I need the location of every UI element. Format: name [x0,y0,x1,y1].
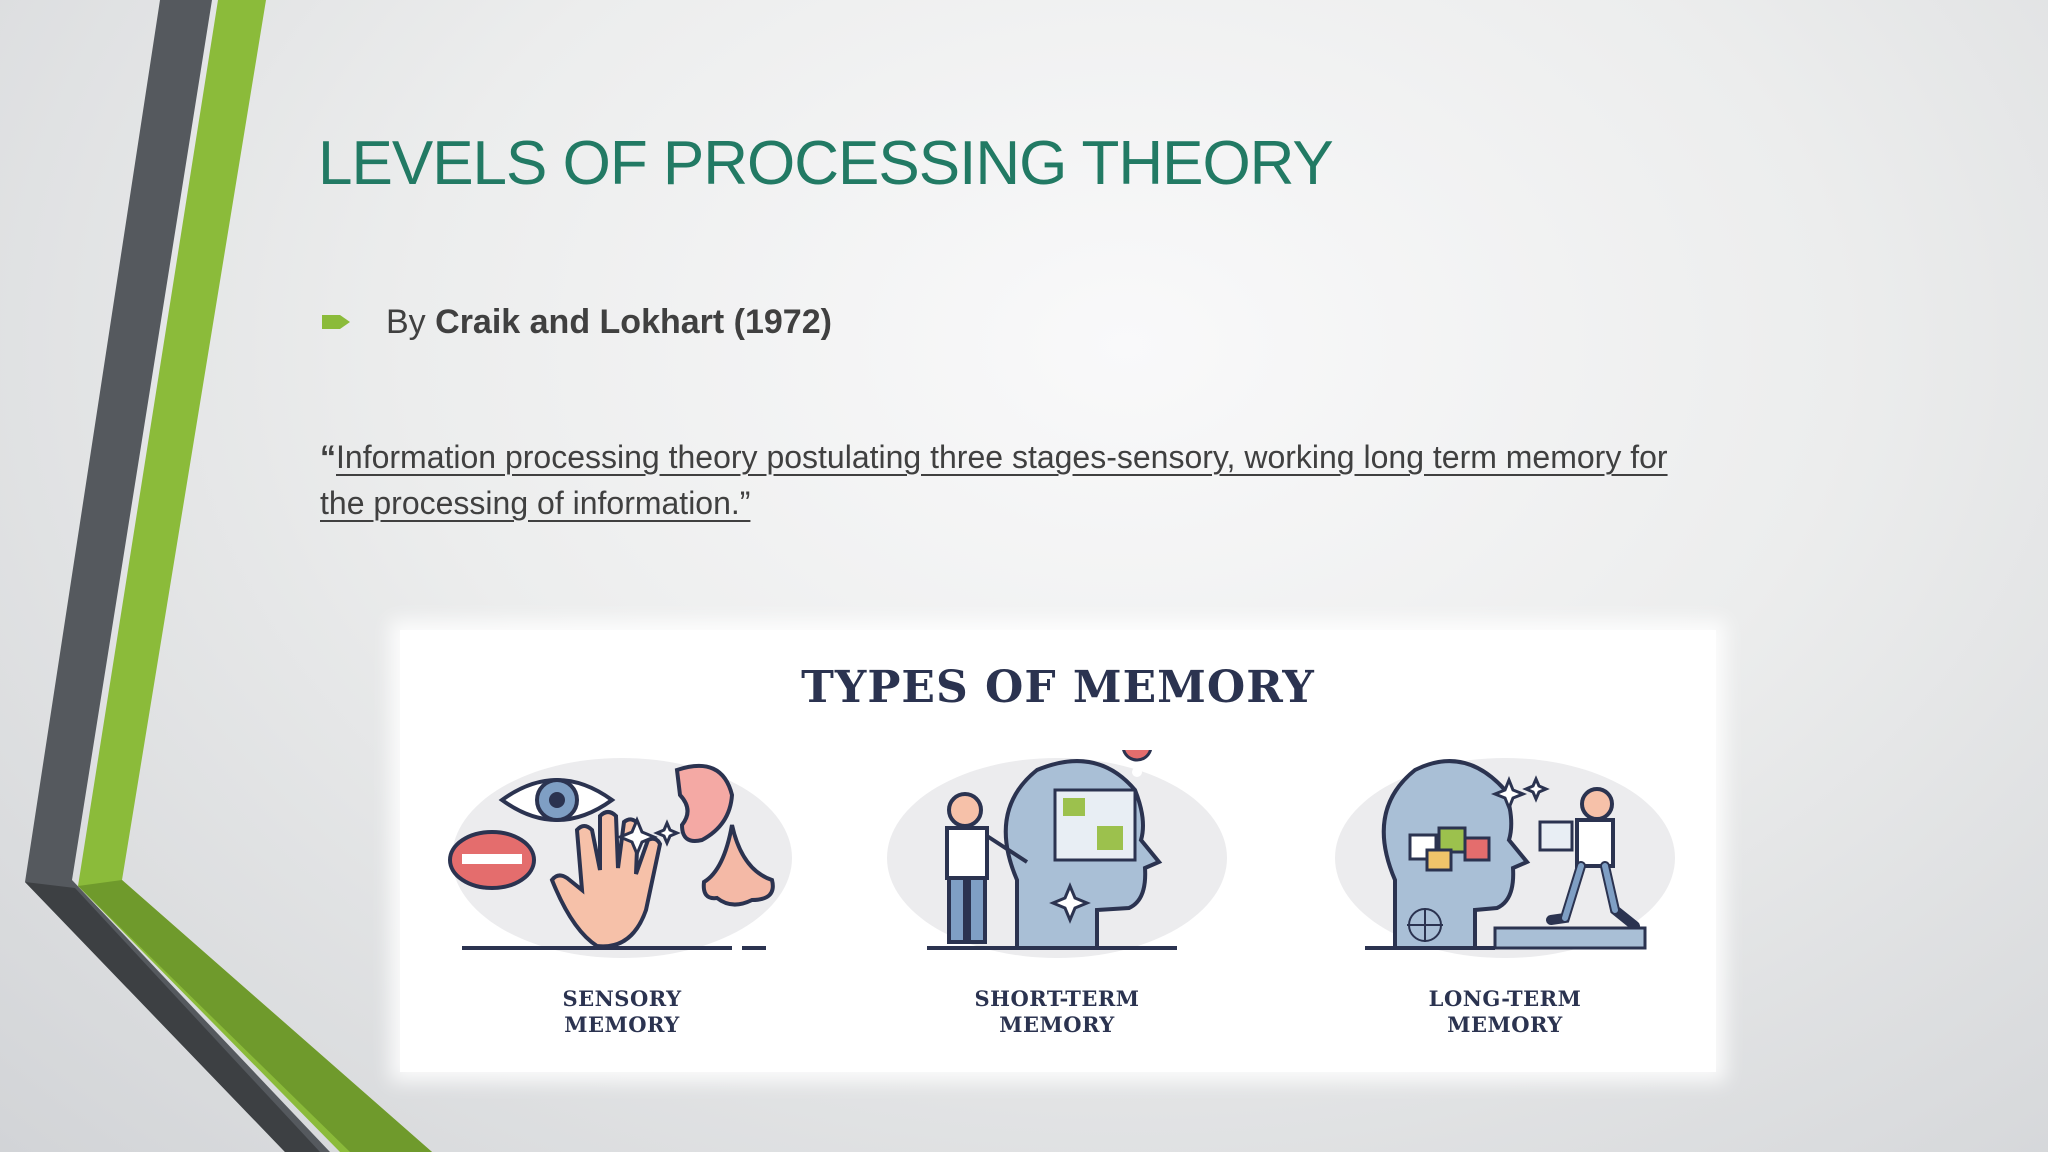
long-term-memory-label: LONG-TERM MEMORY [1315,986,1695,1038]
quote-open-mark: “ [320,439,336,475]
types-of-memory-figure: TYPES OF MEMORY SENSORY MEMORY [400,630,1716,1072]
green-band [78,0,432,1152]
short-term-memory-label: SHORT-TERM MEMORY [867,986,1247,1038]
panel-label-line2: MEMORY [999,1012,1115,1037]
bullet-prefix: By [386,302,426,341]
panel-label-line1: SHORT-TERM [974,986,1140,1011]
arrow-bullet-icon [322,315,350,329]
bullet-authors: Craik and Lokhart (1972) [435,302,832,341]
short-term-memory-icon [887,750,1227,958]
green-band-lower [78,880,432,1152]
sensory-memory-panel: SENSORY MEMORY [432,750,812,1050]
figure-title: TYPES OF MEMORY [801,662,1315,713]
sensory-memory-label: SENSORY MEMORY [432,986,812,1038]
slide-title: LEVELS OF PROCESSING THEORY [318,129,1334,198]
bullet-item: By Craik and Lokhart (1972) [322,302,832,342]
long-term-memory-icon [1335,758,1675,958]
senses-icon [448,758,792,958]
long-term-memory-panel: LONG-TERM MEMORY [1315,750,1695,1050]
dark-band-lower [25,882,320,1152]
panel-label-line2: MEMORY [564,1012,680,1037]
panel-label-line2: MEMORY [1447,1012,1563,1037]
panel-label-line1: SENSORY [562,986,682,1011]
short-term-memory-panel: SHORT-TERM MEMORY [867,750,1247,1050]
dark-band [25,0,330,1152]
definition-quote: “Information processing theory postulati… [320,434,1720,526]
quote-text: Information processing theory postulatin… [320,439,1668,521]
panel-label-line1: LONG-TERM [1428,986,1582,1011]
